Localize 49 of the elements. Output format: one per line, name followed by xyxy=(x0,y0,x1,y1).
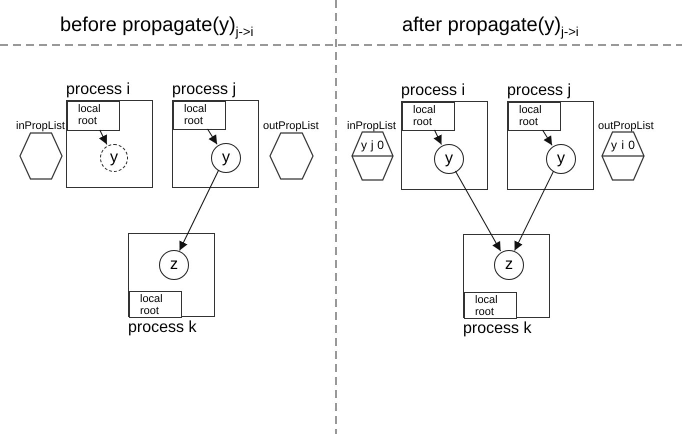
cell-text: i xyxy=(621,138,624,152)
local-root-box xyxy=(67,101,120,131)
cell-text: 0 xyxy=(628,138,635,152)
process-label: process k xyxy=(463,320,532,338)
box-label: local root xyxy=(78,103,102,127)
variable-circle xyxy=(100,144,128,172)
arrow xyxy=(179,170,219,251)
variable-circle xyxy=(494,250,524,280)
variable-circle xyxy=(159,250,189,280)
circle-label: z xyxy=(170,256,178,274)
cell-text: y xyxy=(611,138,617,152)
process-label: process i xyxy=(66,81,130,99)
process-label: process k xyxy=(128,319,196,337)
box-label: local root xyxy=(413,104,437,128)
variable-circle xyxy=(434,144,464,174)
process-label: process i xyxy=(401,82,466,100)
arrow xyxy=(514,170,554,252)
circle-label: z xyxy=(505,256,513,274)
arrow xyxy=(542,130,553,146)
box-label: local root xyxy=(140,293,164,317)
variable-circle xyxy=(546,144,576,174)
circle-label: y xyxy=(110,149,118,167)
box-label: local root xyxy=(475,294,499,318)
circle-label: y xyxy=(222,149,230,167)
arrow xyxy=(434,130,442,145)
process-label: process j xyxy=(507,82,572,100)
cell-text: y xyxy=(361,138,367,152)
panel-heading: before propagate(y)$_{j->i}$ xyxy=(60,14,254,41)
circle-label: y xyxy=(445,150,453,168)
box-label: local root xyxy=(519,104,543,128)
variable-circle xyxy=(211,143,241,173)
list-label: outPropList xyxy=(598,120,654,132)
local-root-box xyxy=(402,102,455,131)
local-root-box xyxy=(508,102,561,131)
panel-heading: after propagate(y)$_{j->i}$ xyxy=(402,14,579,41)
arrow xyxy=(98,130,108,145)
arrow xyxy=(454,170,502,252)
process-label: process j xyxy=(172,81,236,99)
list-label: inPropList xyxy=(347,120,396,132)
list-label: inPropList xyxy=(16,120,65,132)
cell-text: 0 xyxy=(377,138,384,152)
local-root-box xyxy=(464,292,517,319)
circle-label: y xyxy=(557,150,565,168)
box-label: local root xyxy=(184,103,208,127)
cell-text: j xyxy=(370,138,374,152)
arrow xyxy=(207,128,218,145)
list-label: outPropList xyxy=(263,120,319,132)
local-root-box xyxy=(129,291,182,318)
local-root-box xyxy=(173,101,226,130)
